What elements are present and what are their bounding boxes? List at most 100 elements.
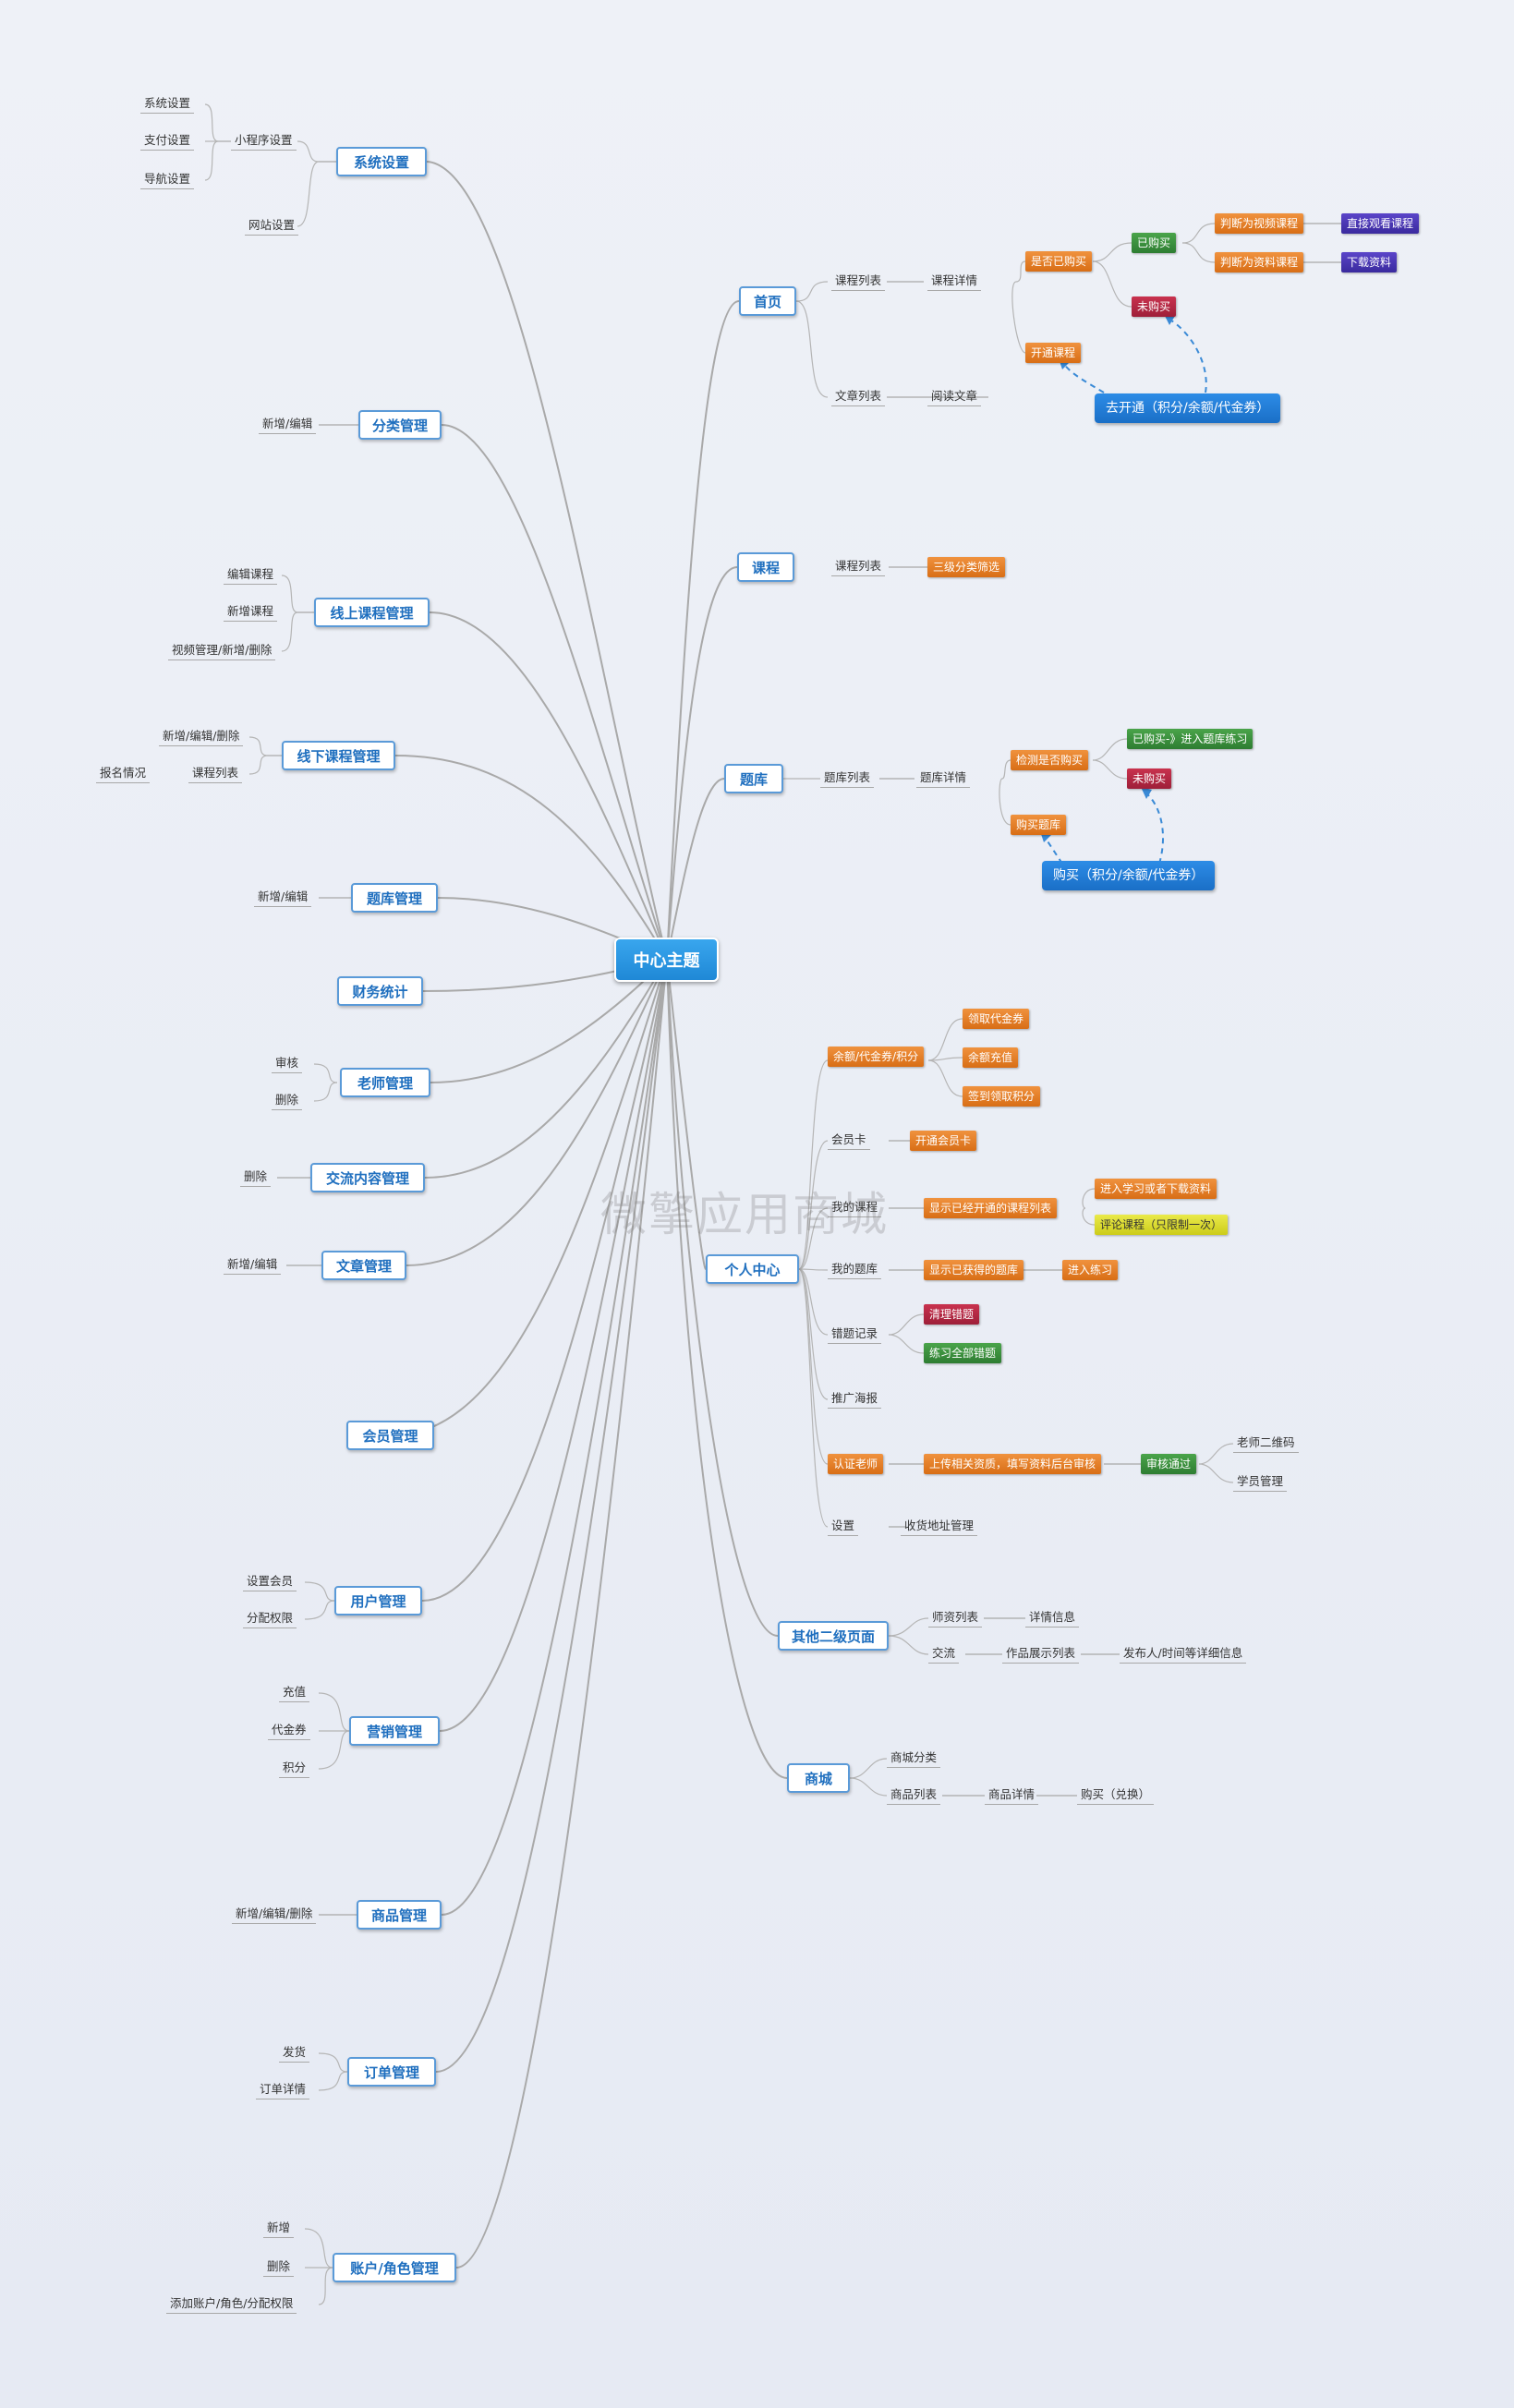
- node-marketing-management[interactable]: 营销管理: [349, 1716, 440, 1746]
- label-publisher-details[interactable]: 发布人/时间等详细信息: [1120, 1645, 1247, 1664]
- label-promo-poster[interactable]: 推广海报: [828, 1390, 882, 1409]
- label-add-account-role[interactable]: 添加账户/角色/分配权限: [166, 2295, 297, 2314]
- node-online-course-management[interactable]: 线上课程管理: [314, 598, 430, 627]
- label-set-member[interactable]: 设置会员: [243, 1573, 297, 1591]
- tag-bank-purchased[interactable]: 已购买-》进入题库练习: [1127, 729, 1254, 749]
- label-home-course-list[interactable]: 课程列表: [831, 272, 886, 291]
- tag-balance-recharge[interactable]: 余额充值: [963, 1047, 1019, 1068]
- node-goods-management[interactable]: 商品管理: [357, 1900, 442, 1930]
- label-ship[interactable]: 发货: [279, 2044, 310, 2063]
- tag-upload-qualification[interactable]: 上传相关资质，填写资料后台审核: [924, 1454, 1102, 1474]
- node-offline-course-management[interactable]: 线下课程管理: [282, 741, 395, 770]
- label-course-detail[interactable]: 课程详情: [927, 272, 982, 291]
- label-voucher[interactable]: 代金券: [268, 1722, 310, 1740]
- node-article-management[interactable]: 文章管理: [321, 1251, 406, 1280]
- label-payment-settings[interactable]: 支付设置: [140, 132, 195, 151]
- tag-is-video-course[interactable]: 判断为视频课程: [1215, 213, 1304, 234]
- label-points[interactable]: 积分: [279, 1760, 310, 1778]
- label-order-detail[interactable]: 订单详情: [256, 2081, 310, 2099]
- label-miniapp-settings[interactable]: 小程序设置: [231, 132, 297, 151]
- tag-enter-practice[interactable]: 进入练习: [1062, 1260, 1119, 1280]
- node-teacher-management[interactable]: 老师管理: [340, 1068, 430, 1097]
- tag-bank-not-purchased[interactable]: 未购买: [1127, 768, 1172, 789]
- label-teacher-audit[interactable]: 审核: [272, 1055, 303, 1073]
- tag-balance-voucher-points[interactable]: 余额/代金券/积分: [828, 1047, 925, 1067]
- label-wrong-records[interactable]: 错题记录: [828, 1325, 882, 1344]
- tag-three-level-filter[interactable]: 三级分类筛选: [927, 557, 1006, 577]
- label-member-card[interactable]: 会员卡: [828, 1131, 870, 1150]
- label-recharge[interactable]: 充值: [279, 1684, 310, 1702]
- tag-comment-course[interactable]: 评论课程（只限制一次）: [1095, 1215, 1229, 1235]
- label-settings[interactable]: 设置: [828, 1518, 859, 1536]
- label-student-management[interactable]: 学员管理: [1233, 1473, 1288, 1492]
- label-account-delete[interactable]: 删除: [263, 2258, 295, 2277]
- node-question-bank[interactable]: 题库: [724, 764, 783, 793]
- node-order-management[interactable]: 订单管理: [347, 2057, 436, 2087]
- label-account-add[interactable]: 新增: [263, 2220, 295, 2238]
- tag-audit-passed[interactable]: 审核通过: [1141, 1454, 1197, 1474]
- node-other-pages[interactable]: 其他二级页面: [778, 1621, 889, 1651]
- node-account-role-management[interactable]: 账户/角色管理: [333, 2253, 456, 2282]
- label-article-list[interactable]: 文章列表: [831, 388, 886, 406]
- label-offline-course-list[interactable]: 课程列表: [188, 765, 243, 783]
- label-course-list[interactable]: 课程列表: [831, 558, 886, 576]
- label-assign-permissions[interactable]: 分配权限: [243, 1610, 297, 1628]
- tag-practice-all-wrong[interactable]: 练习全部错题: [924, 1343, 1002, 1363]
- node-question-bank-management[interactable]: 题库管理: [351, 883, 438, 913]
- tag-buy-bank[interactable]: 购买题库: [1011, 815, 1067, 835]
- label-website-settings[interactable]: 网站设置: [245, 217, 299, 236]
- tag-is-purchased[interactable]: 是否已购买: [1025, 251, 1093, 272]
- label-buy-exchange[interactable]: 购买（兑换）: [1077, 1786, 1155, 1805]
- node-course[interactable]: 课程: [737, 552, 794, 582]
- tag-check-purchased[interactable]: 检测是否购买: [1011, 750, 1089, 770]
- label-detail-info[interactable]: 详情信息: [1025, 1609, 1080, 1628]
- tag-enter-study[interactable]: 进入学习或者下载资料: [1095, 1179, 1217, 1199]
- label-edit-course[interactable]: 编辑课程: [224, 566, 278, 585]
- label-exchange-delete[interactable]: 删除: [240, 1168, 272, 1187]
- label-goods-list[interactable]: 商品列表: [887, 1786, 941, 1805]
- label-my-bank[interactable]: 我的题库: [828, 1261, 882, 1279]
- label-bank-detail[interactable]: 题库详情: [916, 769, 971, 788]
- tag-show-opened-courses[interactable]: 显示已经开通的课程列表: [924, 1198, 1058, 1218]
- node-user-management[interactable]: 用户管理: [334, 1586, 422, 1615]
- label-add-course[interactable]: 新增课程: [224, 603, 278, 622]
- label-exchange[interactable]: 交流: [928, 1645, 960, 1664]
- label-read-article[interactable]: 阅读文章: [927, 388, 982, 406]
- tag-not-purchased[interactable]: 未购买: [1132, 296, 1177, 317]
- label-video-management[interactable]: 视频管理/新增/删除: [168, 642, 276, 660]
- button-go-open[interactable]: 去开通（积分/余额/代金券）: [1095, 393, 1281, 423]
- label-mall-category[interactable]: 商城分类: [887, 1749, 941, 1768]
- node-mall[interactable]: 商城: [787, 1763, 850, 1793]
- tag-download-material[interactable]: 下载资料: [1341, 252, 1398, 272]
- button-buy[interactable]: 购买（积分/余额/代金券）: [1042, 861, 1216, 890]
- tag-open-member-card[interactable]: 开通会员卡: [910, 1131, 977, 1151]
- node-system-settings[interactable]: 系统设置: [336, 147, 427, 176]
- label-goods-detail[interactable]: 商品详情: [985, 1786, 1039, 1805]
- label-bank-list[interactable]: 题库列表: [820, 769, 875, 788]
- tag-get-voucher[interactable]: 领取代金券: [963, 1009, 1030, 1029]
- label-article-add-edit[interactable]: 新增/编辑: [224, 1256, 282, 1275]
- label-bank-add-edit[interactable]: 新增/编辑: [254, 889, 312, 907]
- label-goods-crud[interactable]: 新增/编辑/删除: [232, 1906, 317, 1924]
- node-category-management[interactable]: 分类管理: [358, 410, 442, 440]
- node-personal-center[interactable]: 个人中心: [706, 1254, 799, 1284]
- tag-clear-wrong[interactable]: 清理错题: [924, 1304, 980, 1325]
- tag-is-doc-course[interactable]: 判断为资料课程: [1215, 252, 1304, 272]
- label-system-settings[interactable]: 系统设置: [140, 95, 195, 114]
- node-finance-statistics[interactable]: 财务统计: [337, 976, 423, 1006]
- center-topic[interactable]: 中心主题: [614, 938, 719, 982]
- tag-watch-course[interactable]: 直接观看课程: [1341, 213, 1420, 234]
- tag-certify-teacher[interactable]: 认证老师: [828, 1454, 884, 1474]
- label-teacher-list[interactable]: 师资列表: [928, 1609, 983, 1628]
- tag-show-obtained-bank[interactable]: 显示已获得的题库: [924, 1260, 1024, 1280]
- label-works-list[interactable]: 作品展示列表: [1002, 1645, 1080, 1664]
- tag-purchased[interactable]: 已购买: [1132, 233, 1177, 253]
- label-navigation-settings[interactable]: 导航设置: [140, 171, 195, 189]
- label-teacher-qrcode[interactable]: 老师二维码: [1233, 1434, 1299, 1453]
- node-member-management[interactable]: 会员管理: [346, 1421, 434, 1450]
- label-signup-status[interactable]: 报名情况: [96, 765, 151, 783]
- node-exchange-content-management[interactable]: 交流内容管理: [310, 1163, 425, 1192]
- tag-signin-points[interactable]: 签到领取积分: [963, 1086, 1041, 1107]
- label-address-management[interactable]: 收货地址管理: [901, 1518, 978, 1536]
- node-home[interactable]: 首页: [739, 286, 796, 316]
